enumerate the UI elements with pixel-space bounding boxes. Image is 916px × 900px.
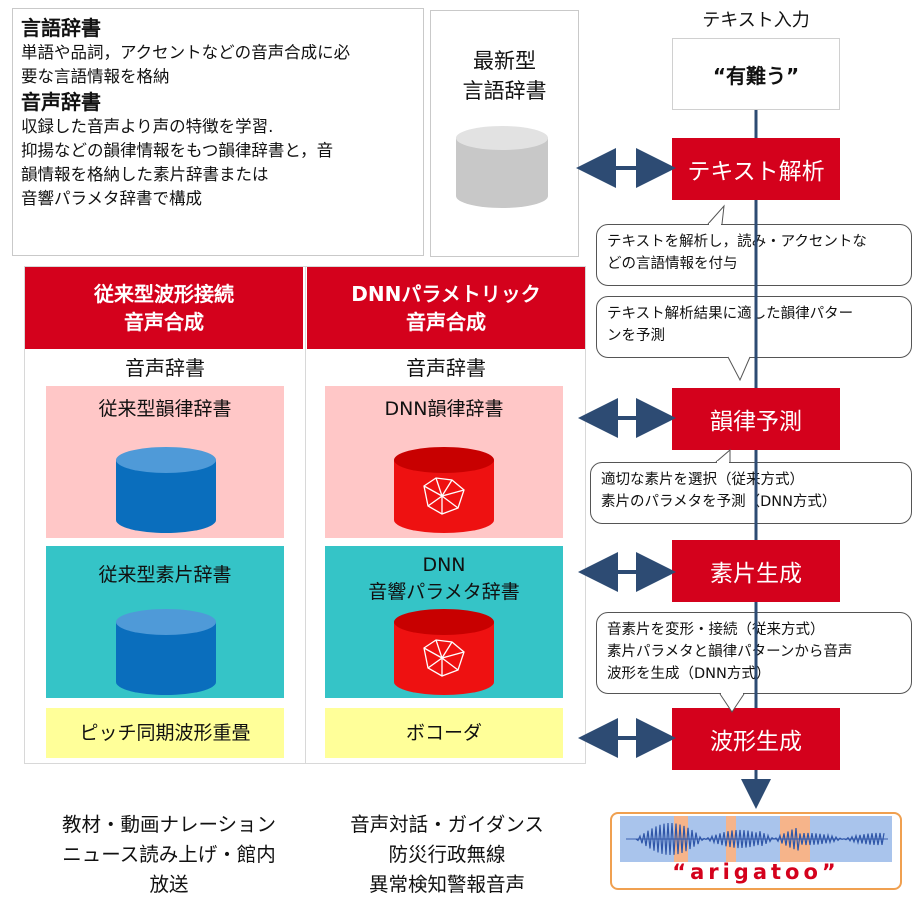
dnn-prosody-dict-label: DNN韻律辞書 — [384, 398, 504, 420]
note-text-analysis: テキストを解析し，読み・アクセントな どの言語情報を付与 — [596, 224, 912, 286]
note-line: テキストを解析し，読み・アクセントな — [607, 234, 867, 250]
callout-tail — [707, 204, 751, 713]
note-line: テキスト解析結果に適した韻律パター — [607, 306, 854, 322]
dictionary-info-panel: 言語辞書 単語や品詞，アクセントなどの音声合成に必 要な言語情報を格納 音声辞書… — [12, 8, 424, 256]
neural-network-icon — [423, 639, 465, 677]
dnn-header: DNNパラメトリック 音声合成 — [307, 267, 585, 349]
conventional-segment-dict-label: 従来型素片辞書 — [98, 564, 232, 586]
conventional-subtitle: 音声辞書 — [125, 356, 205, 380]
conventional-header-line: 従来型波形接続 — [94, 282, 234, 306]
use-case-line: 放送 — [149, 873, 189, 896]
dnn-header-line: DNNパラメトリック — [351, 282, 541, 306]
dnn-acoustic-dict-label: DNN 音響パラメタ辞書 — [325, 552, 563, 606]
use-case-line: 異常検知警報音声 — [368, 873, 525, 896]
conventional-prosody-dict-label: 従来型韻律辞書 — [98, 398, 232, 420]
output-text: “arigatoo” — [672, 860, 840, 884]
new-language-dict-panel — [430, 10, 579, 257]
callout-tail-mask — [709, 223, 749, 695]
new-dict-label-line: 最新型 — [473, 49, 536, 73]
dnn-use-cases: 音声対話・ガイダンス 防災行政無線 異常検知警報音声 — [310, 810, 584, 900]
neural-network-icon — [423, 477, 465, 515]
dnn-header-line: 音声合成 — [406, 310, 486, 334]
table-divider — [305, 266, 306, 764]
note-line: 波形を生成（DNN方式） — [607, 666, 771, 682]
lang-dict-desc-line: 単語や品詞，アクセントなどの音声合成に必 — [21, 43, 351, 62]
new-dict-label-line: 言語辞書 — [462, 79, 547, 103]
voice-dict-title: 音声辞書 — [21, 90, 101, 114]
step-segment-generation: 素片生成 — [672, 540, 840, 602]
input-label: テキスト入力 — [702, 10, 810, 31]
conventional-segment-database-icon — [116, 609, 216, 695]
note-line: 素片のパラメタを予測（DNN方式） — [601, 494, 837, 510]
step-prosody-prediction: 韻律予測 — [672, 388, 840, 450]
dnn-subtitle: 音声辞書 — [406, 356, 486, 380]
step-text-analysis: テキスト解析 — [672, 138, 840, 200]
note-segment-generation: 適切な素片を選択（従来方式） 素片のパラメタを予測（DNN方式） — [590, 462, 912, 524]
new-language-dict-label: 最新型 言語辞書 — [430, 46, 579, 106]
note-waveform-generation: 音素片を変形・接続（従来方式） 素片パラメタと韻律パターンから音声 波形を生成（… — [596, 612, 912, 694]
input-text-box: “有難う” — [672, 38, 840, 110]
note-line: どの言語情報を付与 — [607, 256, 738, 272]
note-line: 素片パラメタと韻律パターンから音声 — [607, 644, 853, 660]
double-arrow-icon — [576, 148, 676, 758]
speech-waveform — [626, 822, 888, 856]
use-case-line: 防災行政無線 — [388, 843, 506, 866]
step-waveform-generation: 波形生成 — [672, 708, 840, 770]
dnn-acoustic-dict-line: DNN — [422, 554, 466, 576]
conventional-header: 従来型波形接続 音声合成 — [25, 267, 303, 349]
conventional-use-cases: 教材・動画ナレーション ニュース読み上げ・館内 放送 — [24, 810, 314, 900]
note-line: ンを予測 — [607, 328, 665, 344]
pitch-sync-overlap-box: ピッチ同期波形重畳 — [46, 708, 284, 758]
voice-dict-desc-line: 収録した音声より声の特徴を学習. — [21, 117, 274, 136]
lang-dict-desc-line: 要な言語情報を格納 — [21, 67, 170, 86]
use-case-line: 教材・動画ナレーション — [61, 813, 277, 836]
voice-dict-desc-line: 音響パラメタ辞書で構成 — [21, 189, 203, 208]
vocoder-box: ボコーダ — [325, 708, 563, 758]
use-case-line: ニュース読み上げ・館内 — [62, 843, 276, 866]
note-line: 適切な素片を選択（従来方式） — [601, 472, 804, 488]
voice-dict-desc-line: 韻情報を格納した素片辞書または — [21, 165, 269, 184]
lang-dict-title: 言語辞書 — [21, 16, 101, 40]
conventional-prosody-database-icon — [116, 447, 216, 533]
use-case-line: 音声対話・ガイダンス — [350, 813, 544, 836]
conventional-header-line: 音声合成 — [124, 310, 204, 334]
dnn-acoustic-dict-line: 音響パラメタ辞書 — [368, 581, 520, 603]
gray-database-icon — [456, 126, 548, 208]
voice-dict-desc-line: 抑揚などの韻律情報をもつ韻律辞書と，音 — [21, 141, 334, 160]
note-prosody-prediction: テキスト解析結果に適した韻律パター ンを予測 — [596, 296, 912, 358]
note-line: 音素片を変形・接続（従来方式） — [607, 622, 825, 638]
dnn-acoustic-database-icon — [394, 609, 494, 695]
dnn-prosody-database-icon — [394, 447, 494, 533]
